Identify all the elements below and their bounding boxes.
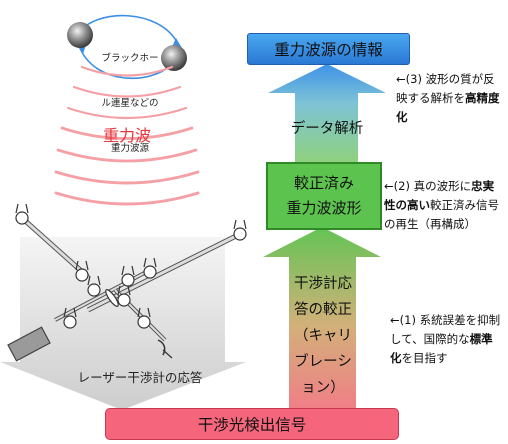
gw-source-label: ブラックホー ル連星などの 重力波源 [92, 21, 168, 171]
interferometer-response-label: レーザー干渉計の応答 [77, 370, 203, 385]
interferometer-diagram [7, 203, 247, 362]
calibration-label: 干渉計応 答の較正 （キャリ ブレーシ ョン） [286, 271, 360, 401]
photodetector-icon [157, 339, 173, 359]
detection-signal-box: 干渉光検出信号 [105, 408, 399, 440]
mirror-icon [143, 257, 157, 279]
note-2-bold: 忠実性の高い [384, 179, 495, 212]
mirror-icon [87, 275, 101, 297]
note-1: ←(1) 系統誤差を抑制して、国際的な標準化を目指す [390, 311, 502, 368]
calibration-label-line: （キャリ [294, 328, 352, 344]
note-3: ←(3) 波形の質が反映する解析を高精度化 [396, 70, 500, 127]
calibration-label-line: ブレーシ [294, 354, 352, 370]
data-analysis-label: データ解析 [290, 121, 364, 137]
note-3-text: ←(3) 波形の質が反映する解析を [396, 72, 495, 105]
mirror-icon [117, 285, 131, 307]
data-analysis-arrow [268, 64, 386, 162]
gw-source-info-box: 重力波源の情報 [247, 33, 410, 65]
note-1-bold: 標準化 [390, 332, 493, 365]
calibrated-waveform-box: 較正済み 重力波波形 [266, 162, 382, 230]
calibration-label-line: 干渉計応 [294, 276, 352, 292]
gravitational-wave-arcs [54, 65, 200, 206]
calibrated-box-line: 重力波波形 [286, 199, 362, 217]
calibration-label-line: 答の較正 [294, 302, 352, 318]
mirror-icon [15, 203, 29, 225]
black-hole-icon [67, 22, 93, 48]
gravitational-wave-label: 重力波 [102, 126, 151, 145]
gw-source-line: ル連星などの [101, 98, 159, 109]
note-2: ←(2) 真の波形に忠実性の高い較正済み信号の再生（再構成） [384, 177, 500, 234]
calibrated-box-line: 較正済み [293, 174, 354, 192]
mirror-icon [63, 307, 77, 329]
mirror-icon [75, 260, 89, 282]
note-1-text: ←(1) 系統誤差を抑制して、国際的な [390, 313, 501, 346]
note-2-text-post: 較正済み信号の再生（再構成） [384, 198, 499, 231]
mirror-icon [137, 307, 151, 329]
note-1-text-post: を目指す [401, 351, 448, 365]
note-2-text: ←(2) 真の波形に [384, 179, 472, 193]
note-3-bold: 高精度化 [396, 91, 500, 124]
mirror-icon [233, 219, 247, 241]
laser-icon [7, 326, 51, 362]
beam-splitter-icon [105, 289, 119, 307]
calibration-label-line: ョン） [301, 380, 345, 396]
calibration-arrow [263, 227, 381, 408]
interferometer-response-arrow [0, 237, 246, 410]
gw-source-line: ブラックホー [101, 53, 159, 64]
gw-source-line: 重力波源 [110, 143, 149, 154]
black-hole-icon [161, 45, 187, 71]
